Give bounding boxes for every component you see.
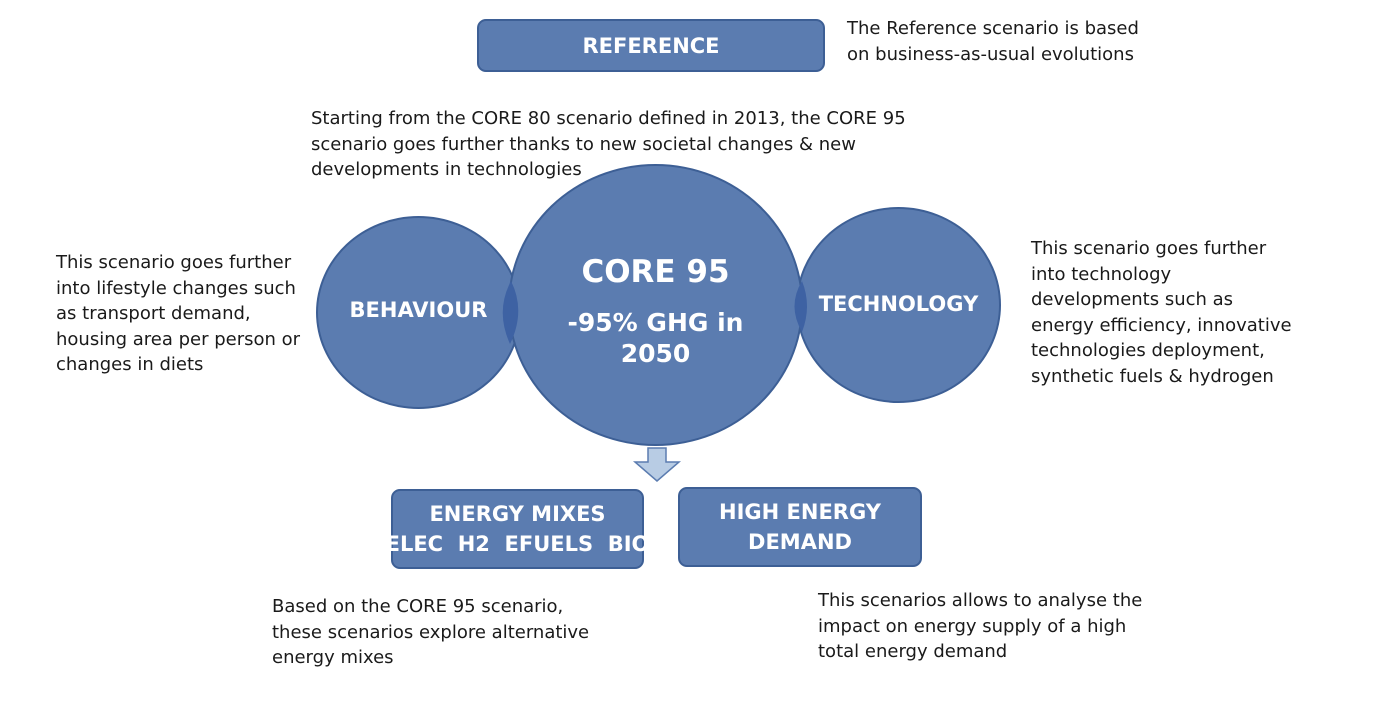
energy-mixes-note: Based on the CORE 95 scenario, these sce… — [272, 596, 590, 668]
reference-box-label: REFERENCE — [582, 33, 720, 58]
high-demand-line1: HIGH ENERGY — [719, 500, 881, 524]
technology-label: TECHNOLOGY — [818, 292, 979, 316]
core-title: CORE 95 — [581, 254, 730, 290]
high-demand-line2: DEMAND — [748, 530, 852, 554]
behaviour-note: This scenario goes further into lifestyl… — [56, 252, 301, 375]
energy-mixes-box: ENERGY MIXES ELEC H2 EFUELS BIO — [386, 489, 649, 569]
behaviour-label: BEHAVIOUR — [349, 298, 488, 322]
behaviour-circle — [316, 216, 521, 409]
technology-note: This scenario goes further into technolo… — [1031, 238, 1292, 387]
down-arrow-icon — [632, 447, 682, 482]
core-intro-note: Starting from the CORE 80 scenario defin… — [311, 108, 906, 180]
reference-note: The Reference scenario is based on busin… — [847, 18, 1139, 65]
high-demand-note: This scenarios allows to analyse the imp… — [818, 590, 1143, 662]
energy-mixes-line2: ELEC H2 EFUELS BIO — [385, 532, 650, 556]
reference-box: REFERENCE — [477, 19, 825, 72]
core-subtitle-line2: 2050 — [620, 339, 691, 368]
technology-circle — [796, 207, 1001, 403]
energy-mixes-line1: ENERGY MIXES — [429, 502, 606, 526]
overlap-right-lens — [794, 281, 807, 332]
high-demand-box: HIGH ENERGY DEMAND — [678, 487, 922, 567]
overlap-left-lens — [502, 281, 519, 344]
core-subtitle-line1: -95% GHG in — [567, 308, 744, 337]
